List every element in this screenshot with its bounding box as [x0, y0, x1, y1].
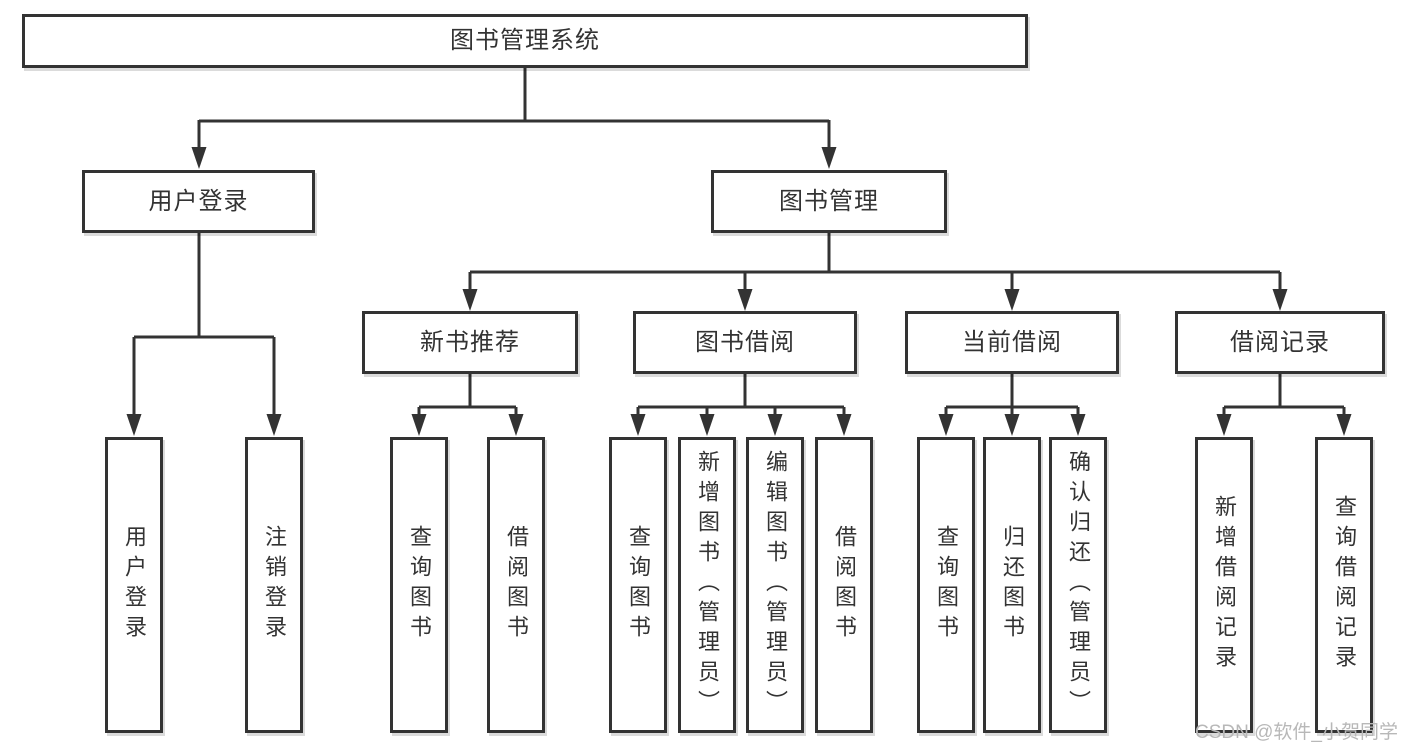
leaf-query-books-current: 查询图书: [917, 437, 975, 733]
leaf-label: 借阅图书: [504, 525, 529, 645]
node-label: 新书推荐: [420, 328, 520, 356]
leaf-label: 编辑图书（管理员）: [763, 450, 788, 720]
node-label: 当前借阅: [962, 328, 1062, 356]
leaf-user-login-action: 用户登录: [105, 437, 163, 733]
arrowheads: [126, 147, 1352, 436]
node-book-management: 图书管理: [711, 170, 947, 233]
node-book-borrowing: 图书借阅: [633, 311, 857, 374]
leaf-logout-action: 注销登录: [245, 437, 303, 733]
leaf-label: 新增图书（管理员）: [695, 450, 720, 720]
leaf-label: 确认归还（管理员）: [1066, 450, 1091, 720]
node-label: 图书管理: [779, 187, 879, 215]
leaf-borrow-books-borrowing: 借阅图书: [815, 437, 873, 733]
leaf-borrow-books-recommend: 借阅图书: [487, 437, 545, 733]
node-borrowing-records: 借阅记录: [1175, 311, 1385, 374]
node-library-management-system: 图书管理系统: [22, 14, 1028, 68]
leaf-confirm-return-admin: 确认归还（管理员）: [1049, 437, 1107, 733]
node-user-login: 用户登录: [82, 170, 315, 233]
leaf-label: 查询图书: [626, 525, 651, 645]
node-label: 图书借阅: [695, 328, 795, 356]
leaf-return-books: 归还图书: [983, 437, 1041, 733]
leaf-edit-book-admin: 编辑图书（管理员）: [746, 437, 804, 733]
leaf-label: 查询借阅记录: [1332, 495, 1357, 675]
leaf-label: 查询图书: [934, 525, 959, 645]
leaf-add-borrow-record: 新增借阅记录: [1195, 437, 1253, 733]
leaf-query-borrow-record: 查询借阅记录: [1315, 437, 1373, 733]
leaf-label: 查询图书: [407, 525, 432, 645]
node-label: 图书管理系统: [450, 27, 600, 54]
leaf-label: 借阅图书: [832, 525, 857, 645]
node-current-borrowing: 当前借阅: [905, 311, 1119, 374]
node-new-book-recommendation: 新书推荐: [362, 311, 578, 374]
leaf-label: 注销登录: [262, 525, 287, 645]
leaf-label: 用户登录: [122, 525, 147, 645]
leaf-label: 归还图书: [1000, 525, 1025, 645]
leaf-label: 新增借阅记录: [1212, 495, 1237, 675]
leaf-query-books-borrowing: 查询图书: [609, 437, 667, 733]
csdn-watermark: CSDN @软件_小贺同学: [1195, 722, 1398, 743]
node-label: 用户登录: [148, 187, 249, 215]
node-label: 借阅记录: [1230, 328, 1330, 356]
leaf-add-book-admin: 新增图书（管理员）: [678, 437, 736, 733]
leaf-query-books-recommend: 查询图书: [390, 437, 448, 733]
